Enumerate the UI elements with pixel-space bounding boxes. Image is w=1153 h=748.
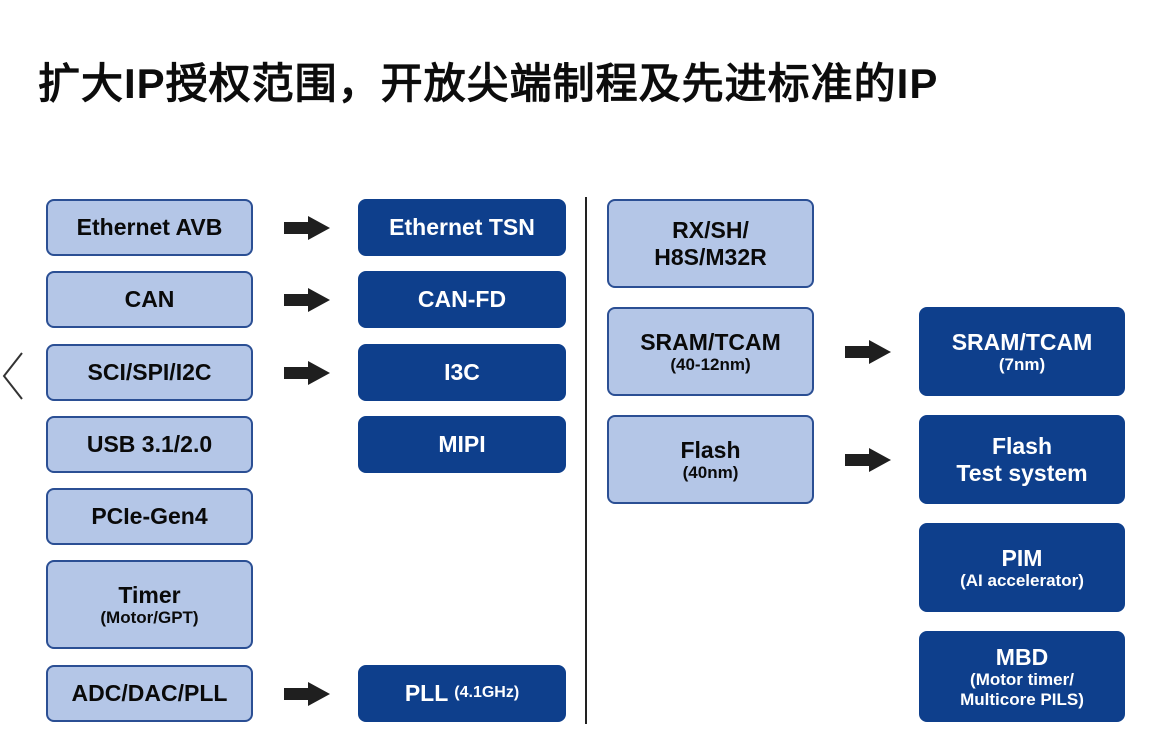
ip-sublabel: (7nm) bbox=[998, 354, 1046, 374]
ip-sublabel: (Motor/GPT) bbox=[100, 607, 199, 627]
ip-box-adc-dac-pll: ADC/DAC/PLL bbox=[46, 665, 253, 722]
ip-label: Flash bbox=[991, 433, 1053, 460]
ip-label: CAN-FD bbox=[417, 286, 507, 313]
ip-label: MBD bbox=[995, 643, 1049, 670]
ip-box-usb: USB 3.1/2.0 bbox=[46, 416, 253, 473]
page-title: 扩大IP授权范围，开放尖端制程及先进标准的IP bbox=[38, 60, 939, 107]
right-arrow-icon bbox=[845, 340, 891, 364]
ip-sublabel: (40nm) bbox=[682, 462, 739, 482]
right-arrow-icon bbox=[284, 216, 330, 240]
ip-sublabel: (Motor timer/ bbox=[970, 670, 1074, 690]
ip-box-sram-tcam-new: SRAM/TCAM (7nm) bbox=[919, 307, 1125, 396]
right-arrow-icon bbox=[284, 361, 330, 385]
ip-sublabel: (40-12nm) bbox=[670, 354, 751, 374]
ip-label: PCIe-Gen4 bbox=[91, 503, 208, 530]
ip-label: Ethernet AVB bbox=[76, 214, 223, 241]
column-divider bbox=[585, 197, 587, 724]
ip-label: Ethernet TSN bbox=[389, 214, 535, 241]
ip-box-ethernet-avb: Ethernet AVB bbox=[46, 199, 253, 256]
chevron-left-icon[interactable] bbox=[0, 350, 26, 402]
ip-label: MIPI bbox=[438, 431, 486, 458]
ip-sublabel: (AI accelerator) bbox=[960, 570, 1084, 590]
ip-label: SRAM/TCAM bbox=[951, 328, 1093, 355]
ip-box-mipi: MIPI bbox=[358, 416, 566, 473]
ip-box-sram-tcam-current: SRAM/TCAM (40-12nm) bbox=[607, 307, 814, 396]
ip-label: PLL bbox=[404, 680, 449, 707]
ip-box-pcie: PCIe-Gen4 bbox=[46, 488, 253, 545]
ip-label-line2: Test system bbox=[956, 459, 1088, 486]
ip-inline-note: (4.1GHz) bbox=[454, 684, 520, 702]
ip-box-flash-current: Flash (40nm) bbox=[607, 415, 814, 504]
right-arrow-icon bbox=[845, 448, 891, 472]
ip-box-can-fd: CAN-FD bbox=[358, 271, 566, 328]
right-arrow-icon bbox=[284, 682, 330, 706]
ip-box-pim: PIM (AI accelerator) bbox=[919, 523, 1125, 612]
ip-box-sci-spi-i2c: SCI/SPI/I2C bbox=[46, 344, 253, 401]
ip-box-rx-sh: RX/SH/ H8S/M32R bbox=[607, 199, 814, 288]
ip-label: CAN bbox=[124, 286, 175, 313]
ip-box-mbd: MBD (Motor timer/ Multicore PILS) bbox=[919, 631, 1125, 722]
ip-box-can: CAN bbox=[46, 271, 253, 328]
ip-label: ADC/DAC/PLL bbox=[71, 680, 228, 707]
ip-box-ethernet-tsn: Ethernet TSN bbox=[358, 199, 566, 256]
ip-label: I3C bbox=[444, 359, 480, 386]
ip-label: SRAM/TCAM bbox=[640, 328, 781, 355]
ip-label: RX/SH/ bbox=[672, 217, 749, 244]
ip-label-line2: H8S/M32R bbox=[654, 243, 767, 270]
ip-label: SCI/SPI/I2C bbox=[87, 359, 212, 386]
right-arrow-icon bbox=[284, 288, 330, 312]
ip-label: Flash bbox=[680, 436, 741, 463]
ip-box-i3c: I3C bbox=[358, 344, 566, 401]
ip-label: USB 3.1/2.0 bbox=[86, 431, 213, 458]
ip-label: Timer bbox=[118, 581, 181, 608]
ip-box-timer: Timer (Motor/GPT) bbox=[46, 560, 253, 649]
ip-box-flash-test: Flash Test system bbox=[919, 415, 1125, 504]
ip-label: PIM bbox=[1001, 544, 1043, 571]
ip-sublabel-line2: Multicore PILS) bbox=[960, 689, 1084, 709]
ip-box-pll: PLL (4.1GHz) bbox=[358, 665, 566, 722]
